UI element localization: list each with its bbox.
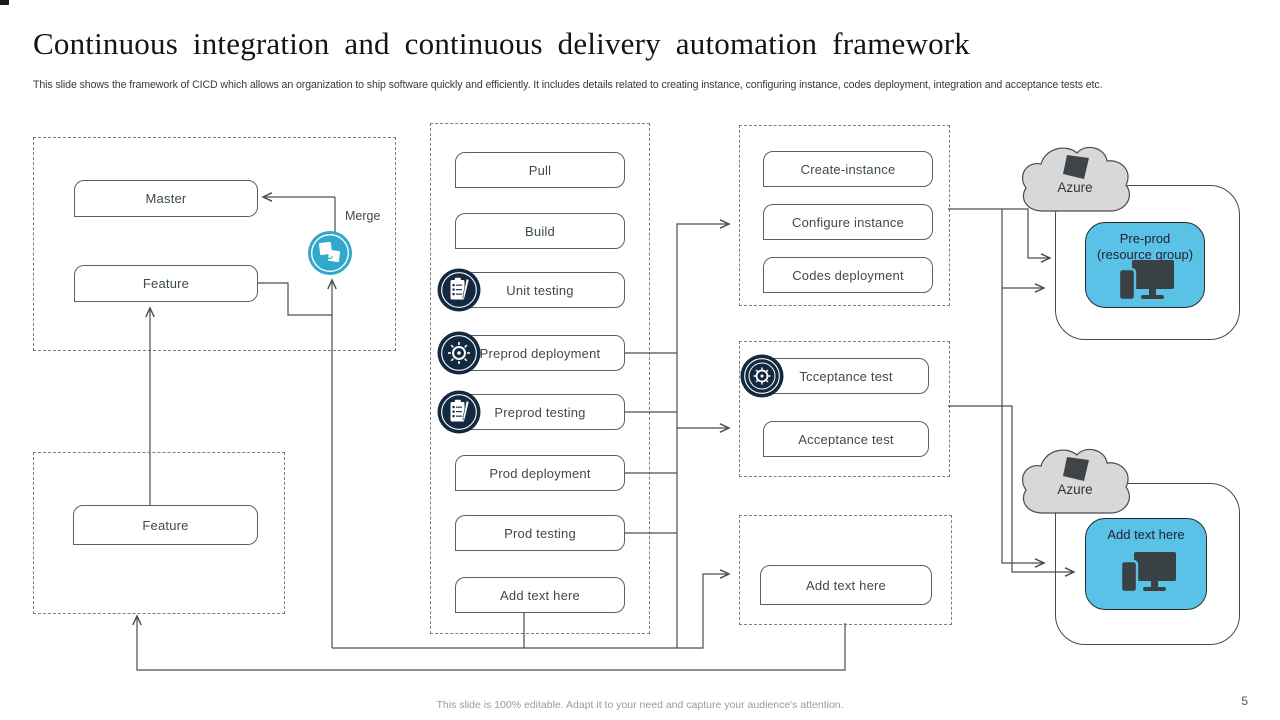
merge-label: Merge	[345, 209, 381, 223]
branching-group-frame	[33, 137, 396, 351]
acceptance-step-1[interactable]: Tcceptance test	[763, 358, 929, 394]
pipeline-step-prod-deployment[interactable]: Prod deployment	[455, 455, 625, 491]
bottom-box-text: Add text here	[1107, 527, 1185, 542]
azure-label-bottom: Azure	[1057, 482, 1093, 497]
pipeline-step-build[interactable]: Build	[455, 213, 625, 249]
corner-mark	[0, 0, 9, 5]
master-branch-box[interactable]: Master	[74, 180, 258, 217]
feature-branch-box-2[interactable]: Feature	[73, 505, 258, 545]
merge-documents-icon	[308, 231, 352, 275]
pipeline-step-prod-testing[interactable]: Prod testing	[455, 515, 625, 551]
pipeline-step-preprod-testing[interactable]: Preprod testing	[455, 394, 625, 430]
workstation-icon	[1117, 260, 1174, 302]
checklist-icon	[437, 390, 481, 434]
pipeline-group-frame	[430, 123, 650, 634]
page-number: 5	[1241, 694, 1248, 708]
page-subtitle: This slide shows the framework of CICD w…	[33, 79, 1103, 91]
preprod-box-line2: (resource group)	[1096, 247, 1194, 262]
azure-label-top: Azure	[1057, 180, 1093, 195]
provision-step-create-instance[interactable]: Create-instance	[763, 151, 933, 187]
acceptance-step-2[interactable]: Acceptance test	[763, 421, 929, 457]
deploy-gear-icon	[437, 331, 481, 375]
pipeline-step-preprod-deployment[interactable]: Preprod deployment	[455, 335, 625, 371]
workstation-icon	[1119, 552, 1176, 594]
extra-step-add-text[interactable]: Add text here	[760, 565, 932, 605]
pipeline-step-add-text[interactable]: Add text here	[455, 577, 625, 613]
provision-step-configure-instance[interactable]: Configure instance	[763, 204, 933, 240]
test-gear-icon	[740, 354, 784, 398]
azure-cloud-shape	[1021, 448, 1131, 514]
acceptance-group-frame	[739, 341, 950, 477]
feature-branch-box[interactable]: Feature	[74, 265, 258, 302]
azure-cloud-shape	[1021, 146, 1131, 212]
azure-logo-icon	[1063, 457, 1089, 481]
preprod-box-line1: Pre-prod	[1119, 231, 1171, 246]
page-title: Continuous integration and continuous de…	[33, 26, 970, 61]
checklist-icon	[437, 268, 481, 312]
footer-note: This slide is 100% editable. Adapt it to…	[436, 699, 844, 711]
provision-step-codes-deployment[interactable]: Codes deployment	[763, 257, 933, 293]
pipeline-step-pull[interactable]: Pull	[455, 152, 625, 188]
azure-logo-icon	[1063, 155, 1089, 179]
provisioning-group-frame	[739, 125, 950, 306]
feature-group-frame	[33, 452, 285, 614]
